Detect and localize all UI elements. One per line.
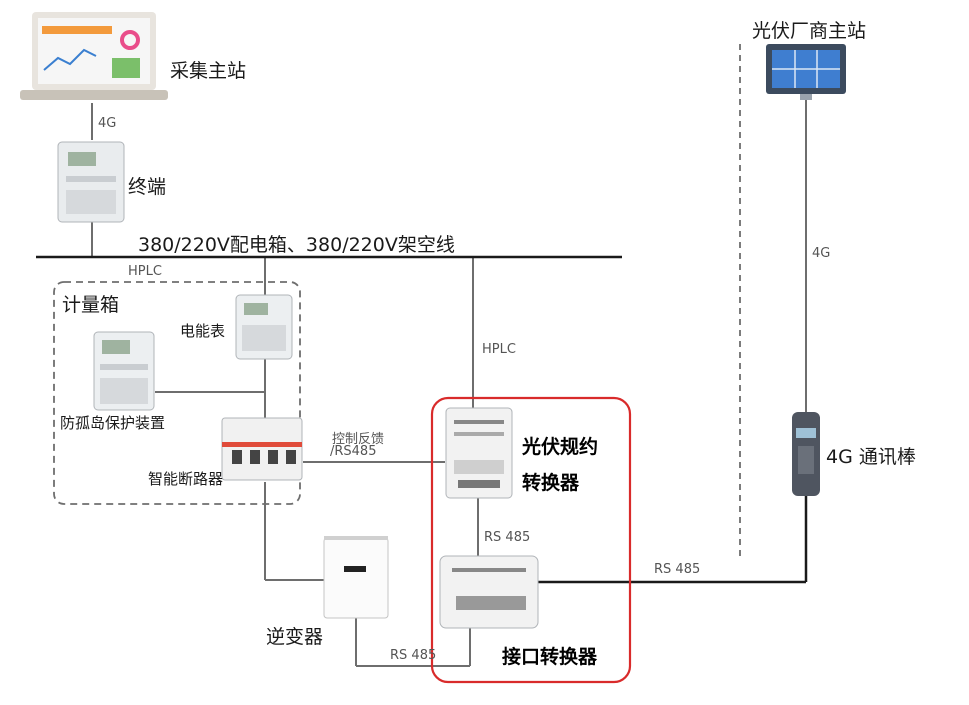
link-label-4g-master: 4G [98,116,117,131]
pv-converter-icon [445,407,513,499]
smart-breaker-icon [221,417,303,481]
laptop-icon [20,12,168,100]
anti-islanding-label: 防孤岛保护装置 [60,414,166,432]
connector-lines [91,98,807,667]
inverter-icon [323,536,389,619]
converter-highlight-box [430,396,632,684]
vendor-monitor-icon [766,44,846,100]
link-label-rs485-pv-interface: RS 485 [484,530,531,545]
metering-box-label: 计量箱 [62,294,120,316]
anti-islanding-icon [93,331,155,411]
comm-stick-icon [792,412,820,496]
energy-meter-icon [235,294,293,360]
energy-meter-label: 电能表 [180,322,226,340]
link-label-hplc-pv: HPLC [482,342,516,357]
pv-converter-label-line1: 光伏规约 [522,436,599,458]
smart-breaker-label: 智能断路器 [148,470,224,488]
link-label-4g-vendor: 4G [812,246,831,261]
interface-converter-label: 接口转换器 [502,646,598,668]
busbar-label: 380/220V配电箱、380/220V架空线 [138,234,455,256]
pv-converter-label-line2: 转换器 [522,472,580,494]
terminal-label: 终端 [128,176,167,198]
link-label-rs485-inverter: RS 485 [390,648,437,663]
metering-box-border [53,281,301,505]
inverter-label: 逆变器 [266,626,324,648]
vendor-station-label: 光伏厂商主站 [752,20,867,42]
terminal-icon [57,141,125,223]
master-station-label: 采集主站 [170,60,247,82]
link-label-control-feedback: 控制反馈 [332,432,385,447]
comm-stick-label: 4G 通讯棒 [826,446,916,468]
link-label-hplc-meter: HPLC [128,264,162,279]
link-label-rs485-stick: RS 485 [654,562,701,577]
link-label-control-rs485: /RS485 [330,444,377,459]
interface-converter-icon [439,555,539,629]
